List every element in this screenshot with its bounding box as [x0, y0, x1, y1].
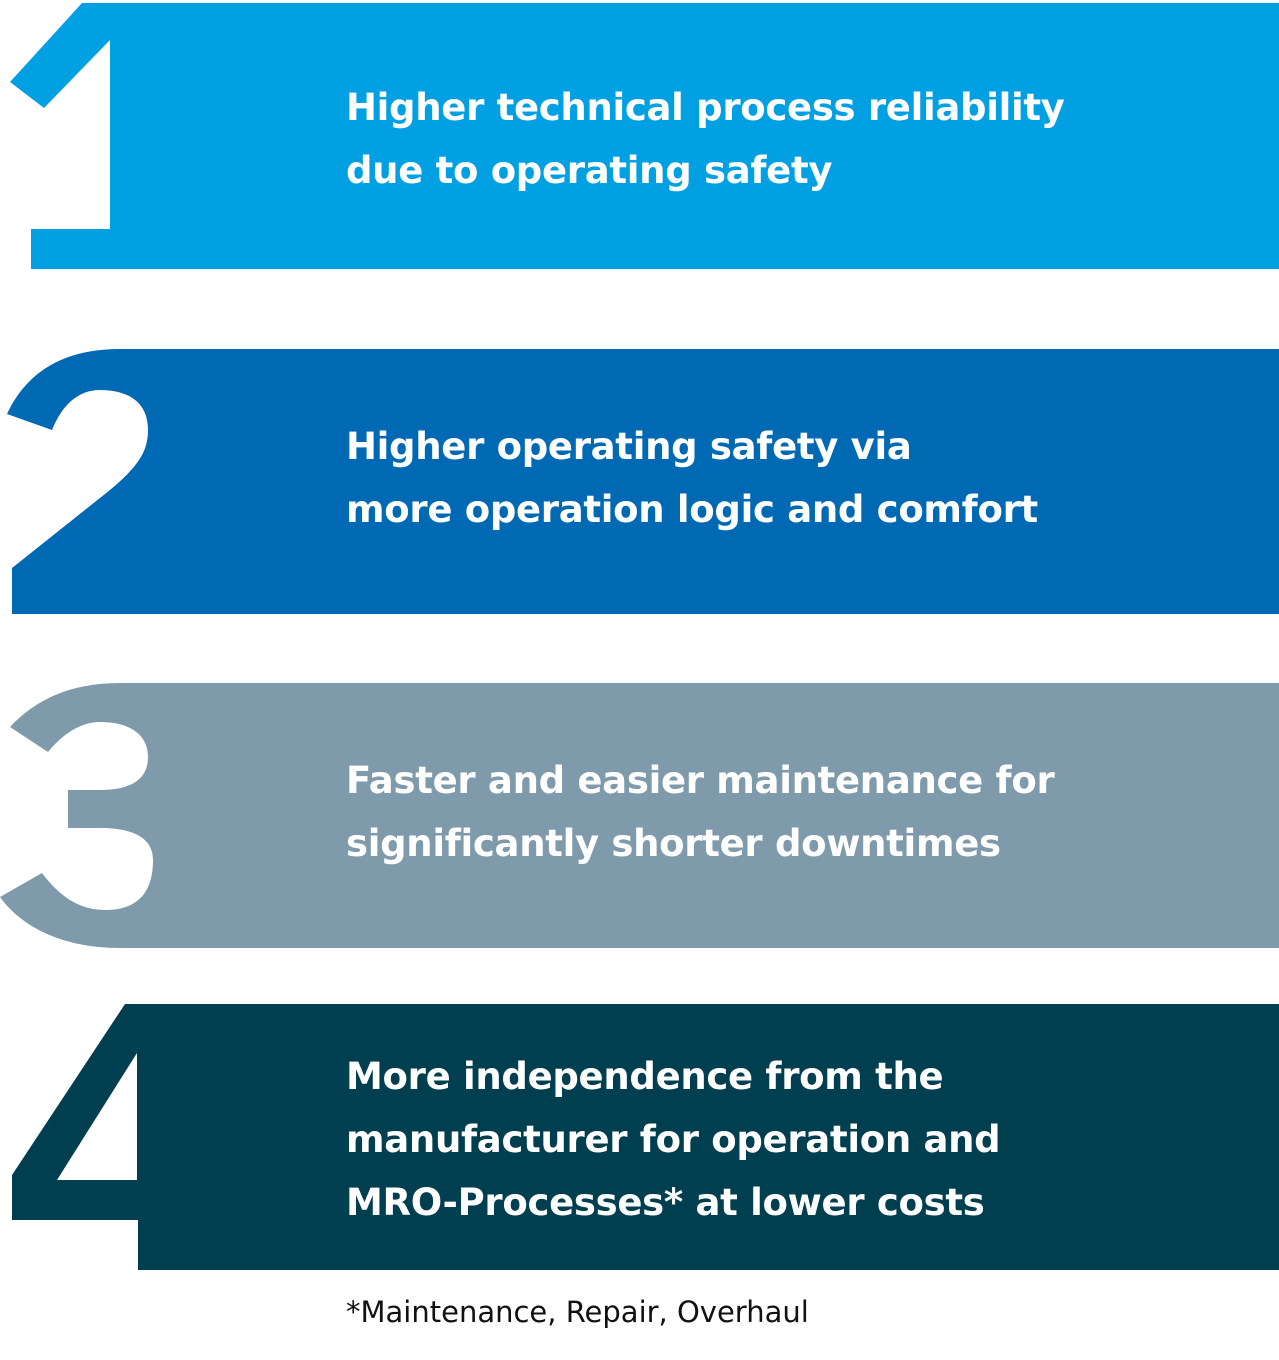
item-2-text: Higher operating safety via more operati… — [346, 415, 1038, 541]
item-2-line-1: Higher operating safety via — [346, 425, 912, 468]
item-1-line-1: Higher technical process reliability — [346, 86, 1065, 129]
item-4-line-2: manufacturer for operation and — [346, 1118, 1001, 1161]
item-4-line-3: MRO-Processes* at lower costs — [346, 1181, 985, 1224]
item-1-text: Higher technical process reliability due… — [346, 76, 1065, 202]
item-2-line-2: more operation logic and comfort — [346, 488, 1038, 531]
footnote: *Maintenance, Repair, Overhaul — [346, 1295, 809, 1329]
band-3-numeral-three — [0, 683, 1279, 948]
item-3-line-2: significantly shorter downtimes — [346, 822, 1001, 865]
band-4-numeral-four — [12, 1004, 1279, 1270]
item-3-line-1: Faster and easier maintenance for — [346, 759, 1055, 802]
item-4-text: More independence from the manufacturer … — [346, 1045, 1001, 1234]
band-2-numeral-two — [7, 349, 1279, 614]
band-1-numeral-one — [10, 3, 1279, 269]
item-4-line-1: More independence from the — [346, 1055, 944, 1098]
item-3-text: Faster and easier maintenance for signif… — [346, 749, 1055, 875]
item-1-line-2: due to operating safety — [346, 149, 833, 192]
